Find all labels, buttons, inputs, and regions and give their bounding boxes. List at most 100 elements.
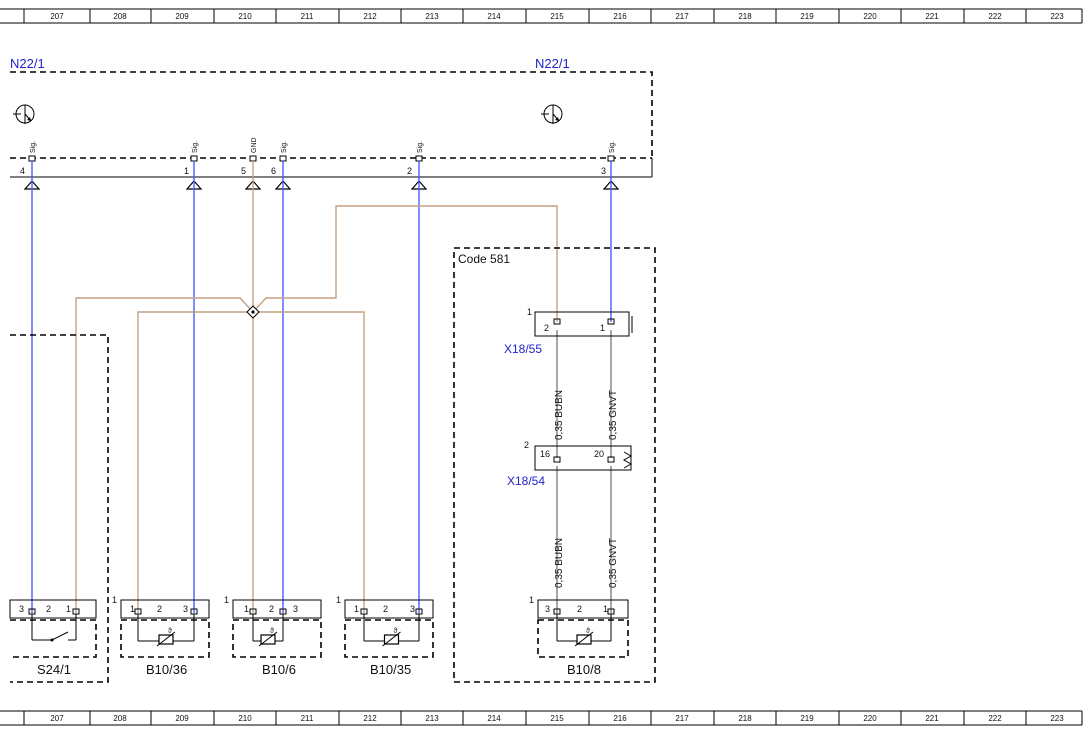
top-ruler-number: 208 xyxy=(113,12,127,21)
ecu-pin-signal-label: Sig. xyxy=(192,141,199,153)
sensor-pin-number: 1 xyxy=(354,604,359,614)
s24-1-pin-3: 3 xyxy=(19,604,24,614)
wire-label-bubn-lower: 0,35 BUBN xyxy=(554,538,565,588)
ecu-sensor-symbol-right xyxy=(541,104,563,124)
bottom-ruler-number: 219 xyxy=(800,714,814,723)
ecu-pin-terminal xyxy=(28,155,36,162)
sensor-body xyxy=(120,619,210,658)
sensor-label: B10/36 xyxy=(146,662,187,677)
ecu-pin-terminal xyxy=(415,155,423,162)
sensor-pin-number: 1 xyxy=(244,604,249,614)
ecu-label-left: N22/1 xyxy=(10,56,45,71)
ecu-pin-number: 2 xyxy=(407,166,412,176)
top-ruler-number: 220 xyxy=(863,12,877,21)
top-ruler-number: 215 xyxy=(550,12,564,21)
bottom-ruler-number: 208 xyxy=(113,714,127,723)
ecu-pin-terminal xyxy=(190,155,198,162)
wire-label-gnvt-upper: 0,35 GNVT xyxy=(608,390,619,440)
sensor-connector-box xyxy=(232,599,322,619)
sensor-label: B10/6 xyxy=(262,662,296,677)
top-ruler-number: 223 xyxy=(1050,12,1064,21)
bottom-ruler-number: 214 xyxy=(487,714,501,723)
top-ruler-number: 218 xyxy=(738,12,752,21)
connector-x18-54: 2 16 20 X18/54 xyxy=(507,440,633,488)
top-ruler-number: 207 xyxy=(50,12,64,21)
top-ruler-number: 222 xyxy=(988,12,1002,21)
ecu-pin-signal-label: Sig. xyxy=(417,141,424,153)
s24-1-pin-1: 1 xyxy=(66,604,71,614)
wire-label-gnvt-lower: 0,35 GNVT xyxy=(608,538,619,588)
sensor-pin-number: 1 xyxy=(130,604,135,614)
connector-x18-55-label: X18/55 xyxy=(504,342,542,356)
sensor-index: 1 xyxy=(529,595,534,605)
sensor-connector-box xyxy=(537,599,629,619)
splice-point xyxy=(246,305,260,319)
bottom-ruler-number: 211 xyxy=(301,714,314,723)
sensor-pin-number: 2 xyxy=(157,604,162,614)
sensor-label: B10/35 xyxy=(370,662,411,677)
bottom-ruler-number: 218 xyxy=(738,714,752,723)
top-ruler-number: 219 xyxy=(800,12,814,21)
connector-x18-54-index: 2 xyxy=(524,440,529,450)
connector-x18-55-pin-a: 2 xyxy=(544,323,549,333)
sensor-pin-number: 3 xyxy=(183,604,188,614)
top-ruler-number: 216 xyxy=(613,12,627,21)
bottom-ruler-number: 216 xyxy=(613,714,627,723)
bottom-ruler-number: 217 xyxy=(675,714,689,723)
theta-glyph: ϑ xyxy=(168,628,172,635)
wires xyxy=(31,161,612,613)
ecu-pin-terminal xyxy=(279,155,287,162)
ecu-pin-signal-label: Sig. xyxy=(609,141,616,153)
connector-x18-55-pin-b: 1 xyxy=(600,323,605,333)
bottom-ruler-number: 212 xyxy=(363,714,377,723)
ecu-pin-terminal xyxy=(607,155,615,162)
ecu-label-right: N22/1 xyxy=(535,56,570,71)
connector-x18-54-label: X18/54 xyxy=(507,474,545,488)
top-ruler-number: 210 xyxy=(238,12,252,21)
s24-1-pin-2: 2 xyxy=(46,604,51,614)
top-ruler-number: 217 xyxy=(675,12,689,21)
ecu-pin-number: 3 xyxy=(601,166,606,176)
code-label: Code 581 xyxy=(458,252,510,266)
ecu-pin-number: 4 xyxy=(20,166,25,176)
connector-x18-54-pin-a: 16 xyxy=(540,449,550,459)
ecu-pin-signal-label: GND xyxy=(251,137,258,153)
sensor-body xyxy=(344,619,434,658)
ecu-pin-number: 5 xyxy=(241,166,246,176)
sensor-body xyxy=(537,619,629,658)
s24-1-label: S24/1 xyxy=(37,662,71,677)
bottom-ruler-number: 223 xyxy=(1050,714,1064,723)
sensor-pin-number: 3 xyxy=(410,604,415,614)
connector-x18-55: 1 2 1 X18/55 xyxy=(504,307,633,356)
connector-x18-54-pin-b: 20 xyxy=(594,449,604,459)
thermistor-slash xyxy=(156,631,176,647)
theta-glyph: ϑ xyxy=(270,628,274,635)
switch-s24-1: 3 2 1 S24/1 xyxy=(9,334,109,683)
sensor-pin-number: 2 xyxy=(383,604,388,614)
thermistor-slash xyxy=(382,631,401,647)
thermistor-slash xyxy=(258,631,278,647)
top-ruler-number: 213 xyxy=(425,12,439,21)
connector-x18-55-index: 1 xyxy=(527,307,532,317)
sensor-pin-number: 2 xyxy=(269,604,274,614)
bottom-ruler-number: 220 xyxy=(863,714,877,723)
bottom-ruler-number: 210 xyxy=(238,714,252,723)
sensor-index: 1 xyxy=(112,595,117,605)
top-ruler-number: 212 xyxy=(363,12,377,21)
sensor-body xyxy=(232,619,322,658)
sensor-connector-box xyxy=(120,599,210,619)
sensor-pin-number: 2 xyxy=(577,604,582,614)
thermistor-slash xyxy=(574,631,594,647)
ecu-n22-1: N22/1 N22/1 4Sig.1Sig.5GND6Sig.2Sig.3Sig… xyxy=(10,56,653,190)
top-ruler-number: 221 xyxy=(925,12,939,21)
ecu-pin-signal-label: Sig. xyxy=(281,141,288,153)
bottom-ruler-number: 213 xyxy=(425,714,439,723)
bottom-ruler-number: 215 xyxy=(550,714,564,723)
ecu-pin-signal-label: Sig. xyxy=(30,141,37,153)
